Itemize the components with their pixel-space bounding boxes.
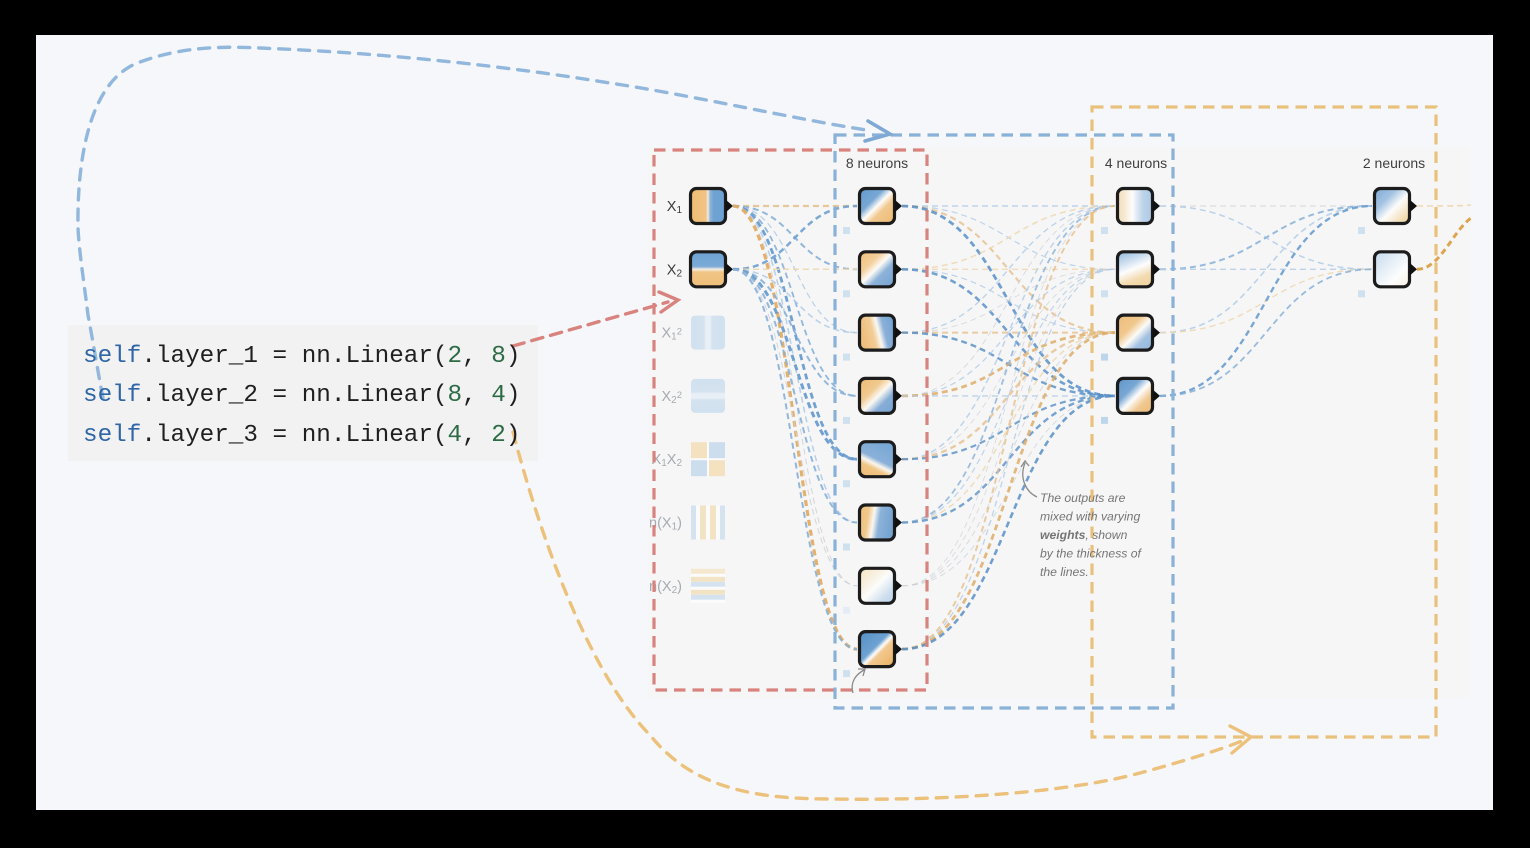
svg-text:X2: X2 bbox=[667, 262, 683, 279]
svg-text:8 neurons: 8 neurons bbox=[846, 155, 908, 171]
svg-text:The outputs are mixed with var: The outputs are mixed with varying weigh… bbox=[1040, 491, 1144, 579]
svg-text:4 neurons: 4 neurons bbox=[1105, 155, 1167, 171]
svg-text:X12: X12 bbox=[661, 326, 682, 343]
svg-text:X1X2: X1X2 bbox=[652, 452, 683, 469]
svg-text:sin(X1): sin(X1) bbox=[639, 516, 682, 533]
svg-text:X1: X1 bbox=[667, 199, 683, 216]
svg-text:2 neurons: 2 neurons bbox=[1363, 155, 1425, 171]
svg-text:sin(X2): sin(X2) bbox=[639, 579, 682, 596]
svg-text:X22: X22 bbox=[661, 389, 682, 406]
